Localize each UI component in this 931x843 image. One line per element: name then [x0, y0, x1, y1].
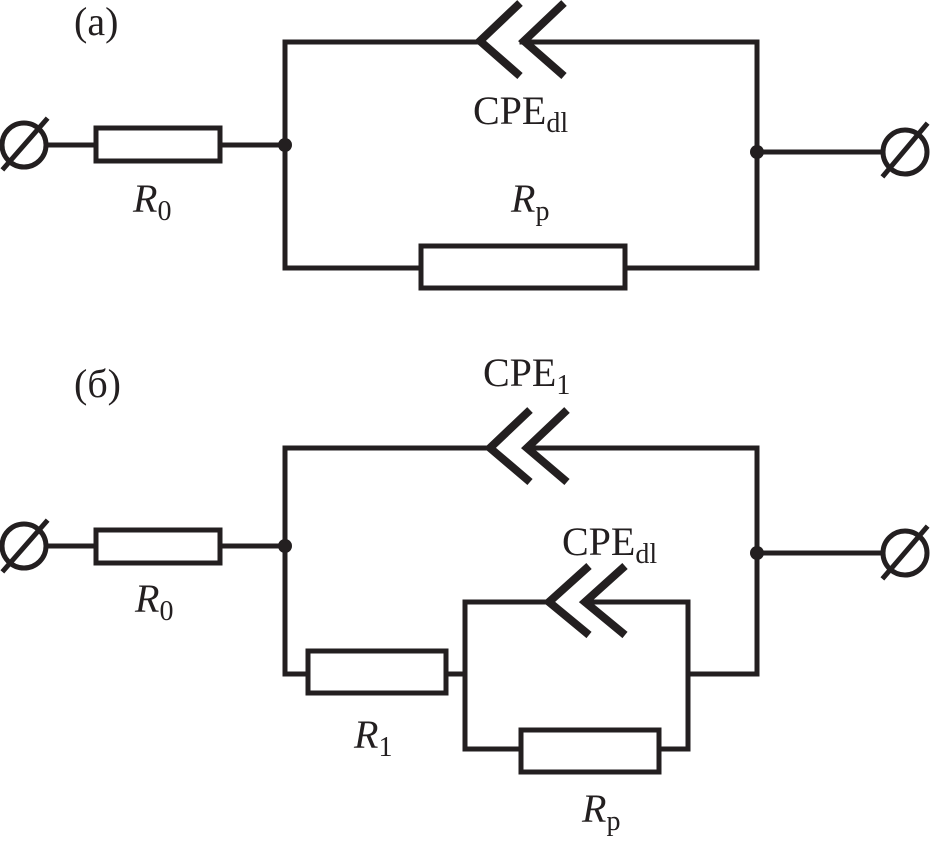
- label-cpe-dl-a: CPEdl: [473, 88, 568, 139]
- terminal-right-b: [880, 524, 930, 581]
- cpe-dl-a-symbol: [474, 0, 567, 80]
- wire-b-inner-top-right: [582, 599, 691, 677]
- panel-label-a: (a): [74, 0, 118, 44]
- wire-b-inner-bottom-right: [656, 671, 691, 752]
- terminal-left-b: [0, 518, 50, 574]
- circuit-b: (б): [0, 350, 930, 837]
- cpe-1-b-symbol: [484, 407, 570, 486]
- panel-label-b: (б): [74, 361, 121, 406]
- resistor-r0-a: [93, 125, 223, 164]
- wire-b-lower-left: [282, 543, 311, 677]
- label-cpe-1-b: CPE1: [483, 350, 570, 401]
- resistor-r1-b: [305, 648, 449, 696]
- label-cpe-dl-b: CPEdl: [562, 519, 657, 570]
- circuit-a: (a) R0 CPEdl Rp: [0, 0, 930, 291]
- resistor-r0-b: [93, 527, 223, 566]
- wire-a-bottom-left: [282, 142, 424, 271]
- label-r0-a: R0: [132, 176, 171, 227]
- wire-a-bottom-right: [624, 149, 760, 271]
- wire-a-top-left: [282, 39, 483, 148]
- wire-b-lower-right: [685, 550, 760, 677]
- wire-b-top-right: [525, 445, 760, 556]
- wire-b-inner-bottom-left: [462, 671, 524, 752]
- label-rp-b: Rp: [581, 786, 620, 837]
- wire-b-top-left: [282, 445, 491, 549]
- label-r0-b: R0: [134, 576, 173, 627]
- label-r1-b: R1: [353, 712, 392, 763]
- cpe-dl-b-symbol: [542, 563, 628, 639]
- resistor-rp-a: [418, 243, 628, 291]
- terminal-left-a: [0, 116, 50, 172]
- terminal-right-a: [880, 121, 930, 179]
- wire-b-inner-top-left: [462, 599, 551, 677]
- resistor-rp-b: [518, 727, 662, 775]
- wire-a-top-right: [519, 39, 760, 155]
- label-rp-a: Rp: [510, 176, 549, 227]
